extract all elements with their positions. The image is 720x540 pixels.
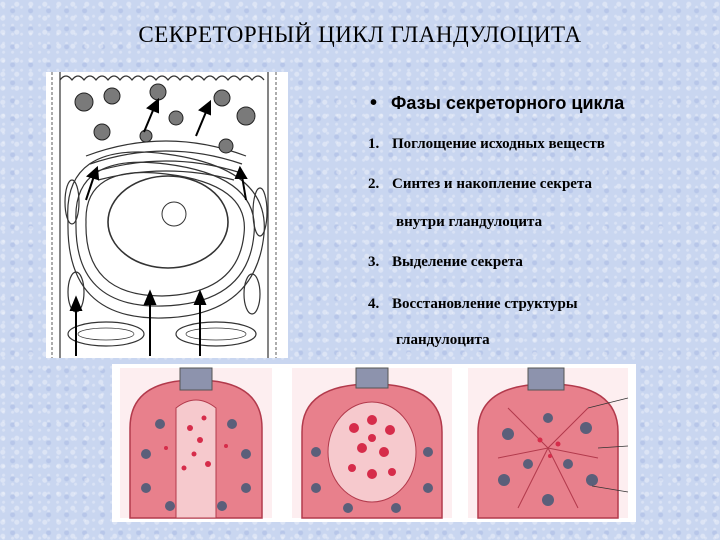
phases-heading-text: Фазы секреторного цикла <box>391 93 625 113</box>
list-item: 2.Синтез и накопление секрета <box>368 176 593 192</box>
mitochondrion <box>67 321 145 347</box>
nucleolus <box>161 201 187 227</box>
microvilli <box>59 75 265 81</box>
list-item: 1.Поглощение исходных веществ <box>368 136 605 152</box>
acini-svg <box>120 367 629 519</box>
secretory-granules <box>74 83 256 154</box>
nucleus <box>107 175 229 269</box>
bullet-icon: • <box>370 92 378 114</box>
list-item: 4.Восстановление структуры <box>368 296 578 312</box>
mitochondrion <box>175 321 257 347</box>
list-item-continuation: внутри гландулоцита <box>396 214 543 230</box>
glandulocyte-svg <box>51 72 277 358</box>
acinus-phase-1 <box>120 367 272 519</box>
transport-arrows <box>69 97 248 356</box>
list-item: 3.Выделение секрета <box>368 254 523 270</box>
acinus-phase-2 <box>292 367 452 519</box>
phases-heading: • Фазы секреторного цикла <box>370 92 624 115</box>
list-item-continuation: гландулоцита <box>396 332 490 348</box>
acini-illustration <box>112 364 636 522</box>
acinus-phase-3 <box>468 367 629 519</box>
rough-er <box>75 161 255 307</box>
glandulocyte-diagram <box>46 72 288 358</box>
slide-title: СЕКРЕТОРНЫЙ ЦИКЛ ГЛАНДУЛОЦИТА <box>138 22 582 47</box>
